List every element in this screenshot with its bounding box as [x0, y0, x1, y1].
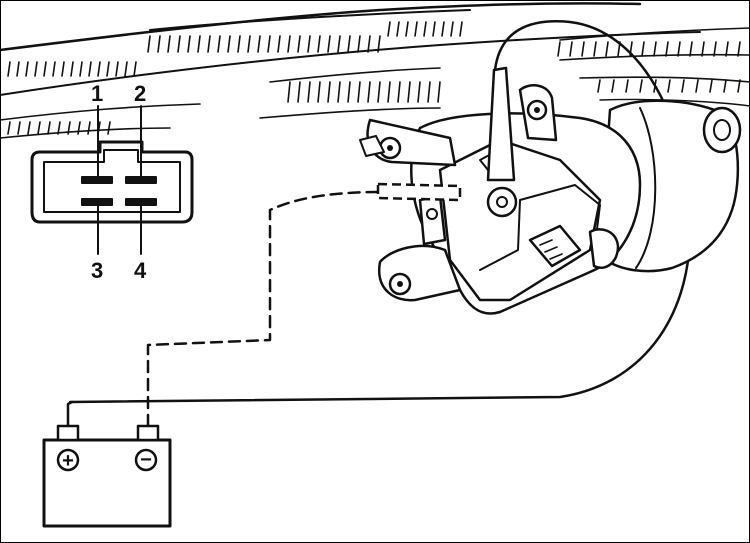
positive-symbol: + — [62, 450, 74, 472]
pin-3-terminal — [81, 198, 113, 206]
battery: + − — [42, 424, 172, 528]
pin-1-terminal — [81, 176, 113, 184]
battery-positive-terminal — [56, 424, 80, 442]
connector-diagram: 1 2 3 4 — [30, 81, 194, 283]
positive-test-lead — [66, 400, 74, 428]
negative-symbol: − — [140, 449, 152, 471]
pin-4-label: 4 — [134, 258, 147, 283]
body-panel-background — [0, 2, 750, 139]
pin-2-label: 2 — [134, 81, 146, 106]
pin-4-terminal — [125, 198, 157, 206]
battery-negative-terminal — [136, 424, 160, 442]
pin-2-terminal — [125, 176, 157, 184]
negative-test-lead — [146, 190, 457, 428]
wiper-motor — [68, 20, 742, 404]
test-leads — [66, 182, 462, 428]
pin-1-label: 1 — [91, 81, 103, 106]
pin-3-label: 3 — [91, 258, 103, 283]
